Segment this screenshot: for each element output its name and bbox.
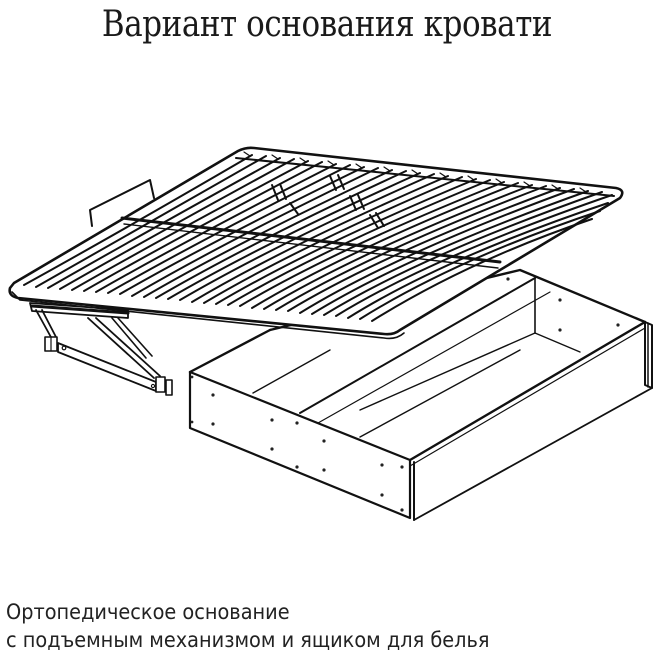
caption-line-1: Ортопедическое основание bbox=[6, 600, 290, 624]
caption-line-2: с подъемным механизмом и ящиком для бель… bbox=[6, 628, 490, 652]
bed-base-illustration bbox=[8, 146, 653, 521]
slat-frame bbox=[8, 146, 624, 340]
caption: Ортопедическое основание с подъемным мех… bbox=[6, 598, 602, 654]
storage-drawer bbox=[188, 268, 653, 521]
lift-mechanism bbox=[29, 302, 173, 396]
page-title: Вариант основания кровати bbox=[101, 4, 553, 45]
frame-handle bbox=[89, 179, 155, 227]
